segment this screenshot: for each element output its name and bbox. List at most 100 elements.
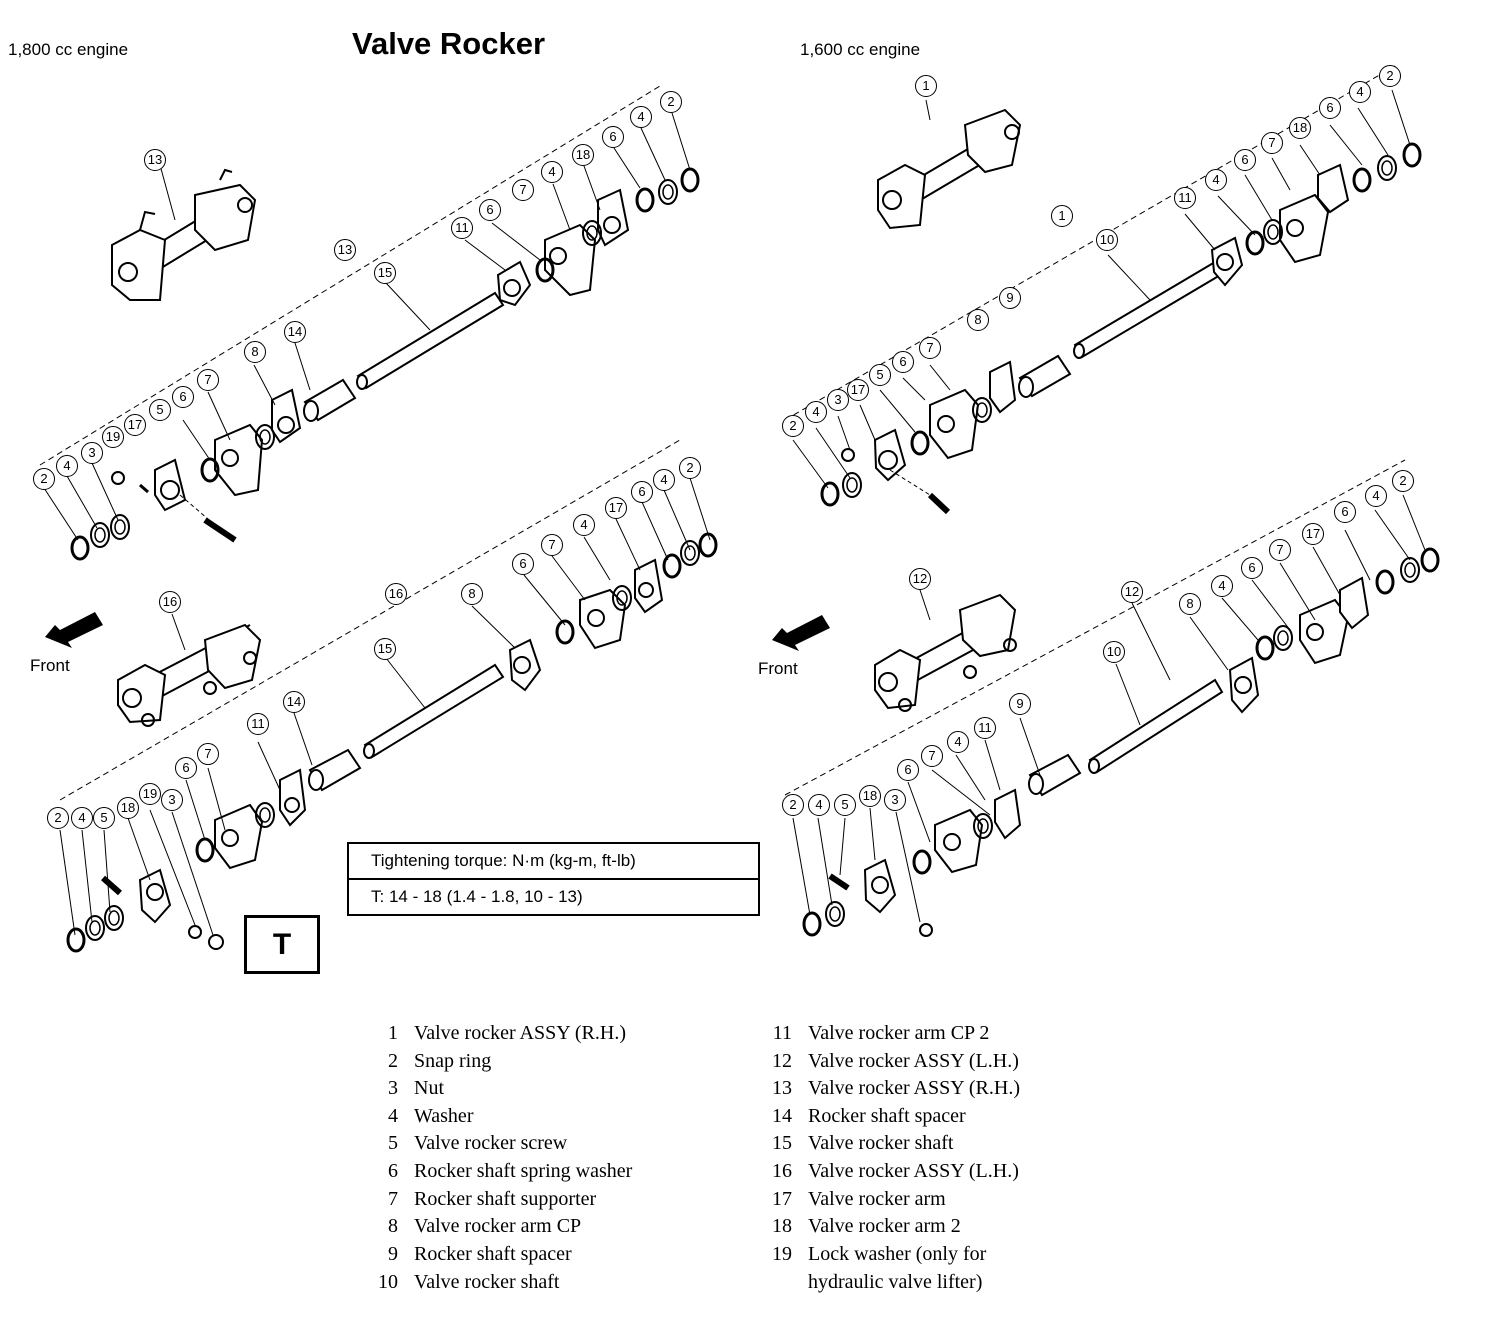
callout-6: 6 [892,351,914,373]
callout-18: 18 [859,785,881,807]
callout-4: 4 [653,469,675,491]
callout-10: 10 [1103,641,1125,663]
callout-6: 6 [631,481,653,503]
callout-2: 2 [782,415,804,437]
supporter-top-left [214,423,264,497]
callout-2: 2 [47,807,69,829]
callout-6: 6 [602,126,624,148]
torque-table: Tightening torque: N·m (kg-m, ft-lb) T: … [347,842,760,916]
callout-11: 11 [974,717,996,739]
callout-7: 7 [512,179,534,201]
callout-6: 6 [897,759,919,781]
callout-2: 2 [1379,65,1401,87]
callout-4: 4 [805,401,827,423]
callout-4: 4 [1365,485,1387,507]
axis-line [39,85,661,466]
front-label-right: Front [758,659,798,678]
callout-2: 2 [1392,470,1414,492]
callout-8: 8 [461,583,483,605]
callout-4: 4 [1349,81,1371,103]
callout-14: 14 [284,321,306,343]
front-arrow-right [772,615,830,651]
callout-6: 6 [172,386,194,408]
front-label-left: Front [30,656,70,675]
callout-6: 6 [1334,501,1356,523]
callout-5: 5 [834,794,856,816]
callout-6: 6 [512,553,534,575]
top-right-assembly [784,65,1422,515]
callout-7: 7 [919,337,941,359]
callout-7: 7 [197,369,219,391]
callout-17: 17 [847,379,869,401]
callout-2: 2 [33,468,55,490]
callout-5: 5 [869,364,891,386]
callout-13: 13 [334,239,356,261]
callout-3: 3 [827,389,849,411]
callout-4: 4 [1205,169,1227,191]
supporter-top-right [544,223,597,297]
callout-1: 1 [1051,205,1073,227]
spacer-14b [308,748,362,792]
callout-16: 16 [385,583,407,605]
front-arrow-left [45,612,103,648]
top-left-assembly [39,85,700,561]
callout-3: 3 [161,789,183,811]
callout-6: 6 [175,757,197,779]
callout-7: 7 [197,743,219,765]
assy-thumbnail-1 [877,108,1022,230]
torque-mark: T [244,915,320,974]
callout-12: 12 [1121,581,1143,603]
callout-14: 14 [283,691,305,713]
callout-9: 9 [999,287,1021,309]
assy-thumbnail-16 [117,623,262,727]
callout-17: 17 [124,414,146,436]
callout-11: 11 [451,217,473,239]
callout-8: 8 [244,341,266,363]
callout-18: 18 [572,144,594,166]
callout-7: 7 [541,534,563,556]
callout-16: 16 [159,591,181,613]
callout-19: 19 [102,426,124,448]
torque-value: T: 14 - 18 (1.4 - 1.8, 10 - 13) [349,878,758,914]
axis-line-3 [784,65,1396,421]
callout-17: 17 [605,497,627,519]
spacer-14 [303,378,357,422]
callout-15: 15 [374,262,396,284]
callout-15: 15 [374,638,396,660]
callout-17: 17 [1302,523,1324,545]
callout-10: 10 [1096,229,1118,251]
callout-7: 7 [1269,539,1291,561]
shaft-15b [363,663,505,759]
axis-line-4 [784,459,1406,796]
callout-4: 4 [630,106,652,128]
left-engine-label: 1,800 cc engine [8,40,129,59]
assy-thumbnail-12 [874,593,1017,712]
callout-6: 6 [1234,149,1256,171]
callout-7: 7 [1261,132,1283,154]
rocker-arm-18 [597,188,630,247]
callout-6: 6 [1319,97,1341,119]
callout-19: 19 [139,783,161,805]
callout-12: 12 [909,568,931,590]
callout-4: 4 [573,514,595,536]
callout-4: 4 [1211,575,1233,597]
callout-4: 4 [541,161,563,183]
callout-3: 3 [81,442,103,464]
assy-thumbnail-13 [111,168,257,301]
callout-4: 4 [71,807,93,829]
callout-1: 1 [915,75,937,97]
rocker-arm-17 [154,458,187,512]
callout-13: 13 [144,149,166,171]
callout-2: 2 [782,794,804,816]
right-engine-label: 1,600 cc engine [800,40,921,59]
callout-11: 11 [247,713,269,735]
callout-5: 5 [149,399,171,421]
callout-11: 11 [1174,187,1196,209]
callout-4: 4 [56,455,78,477]
callout-4: 4 [808,794,830,816]
rocker-arm-8 [271,388,302,444]
callout-9: 9 [1009,693,1031,715]
bottom-left-assembly [45,439,718,953]
callout-8: 8 [967,309,989,331]
